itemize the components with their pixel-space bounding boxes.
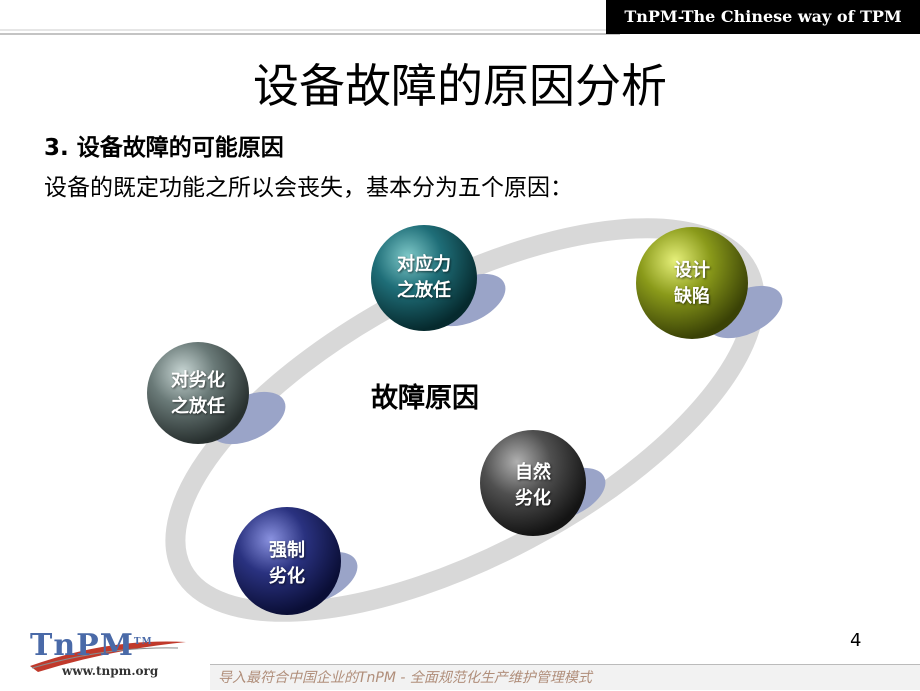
node-label-line: 之放任 [171,396,225,417]
node-label-line: 设计 [674,260,710,281]
node-sphere-forced-degradation [233,507,341,615]
node-sphere-stress-neglect [371,225,477,331]
node-forced-degradation: 强制 劣化 [237,538,337,590]
node-stress-neglect: 对应力 之放任 [374,252,474,304]
node-label-line: 劣化 [269,566,305,587]
header-band [0,29,620,35]
footer-slogan: 导入最符合中国企业的TnPM - 全面规范化生产维护管理模式 [210,664,920,690]
node-label-line: 强制 [269,540,305,561]
node-sphere-degradation-neglect [147,342,249,444]
node-label-line: 自然 [515,462,551,483]
node-label-line: 对劣化 [171,370,225,391]
node-sphere-design-defect [636,227,748,339]
page-number: 4 [850,630,862,651]
node-degradation-neglect: 对劣化 之放任 [148,368,248,420]
intro-text: 设备的既定功能之所以会丧失，基本分为五个原因： [44,175,573,201]
node-label-line: 对应力 [397,254,451,275]
node-natural-degradation: 自然 劣化 [483,460,583,512]
logo-wordmark: TnPM [30,628,134,663]
logo-text: TnPMTM [30,628,153,663]
node-label-line: 之放任 [397,280,451,301]
section-heading: 3. 设备故障的可能原因 [44,135,284,161]
node-sphere-natural-degradation [480,430,586,536]
node-design-defect: 设计 缺陷 [642,258,742,310]
node-label-line: 缺陷 [674,286,710,307]
center-label: 故障原因 [371,383,479,414]
slide-title: 设备故障的原因分析 [253,59,667,113]
logo-url: www.tnpm.org [62,664,159,678]
logo-tm: TM [133,637,153,647]
node-label-line: 劣化 [515,488,551,509]
header-tagline: TnPM-The Chinese way of TPM [606,0,920,34]
tnpm-logo-swoosh [30,641,186,672]
